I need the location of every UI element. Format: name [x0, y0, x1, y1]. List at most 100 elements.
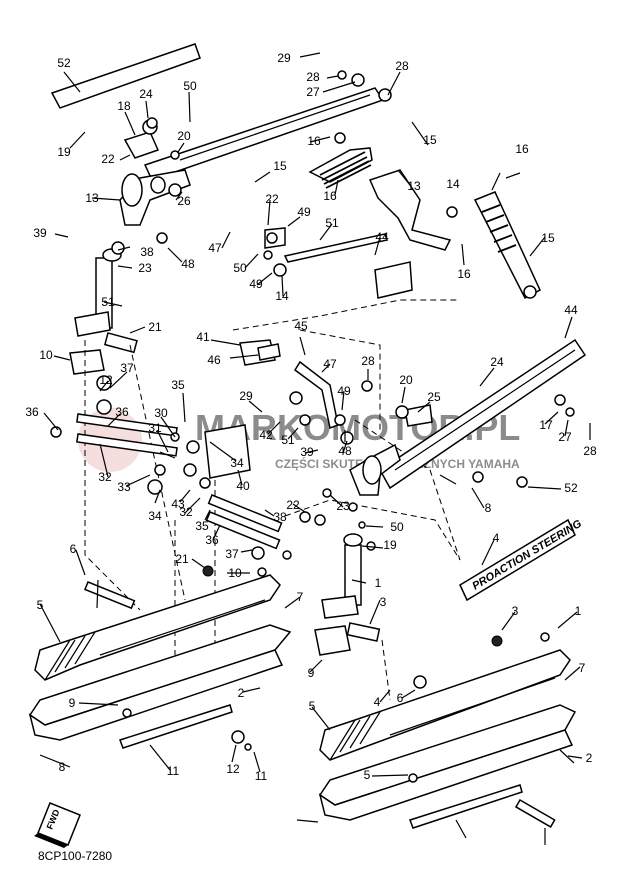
callout: 51 [281, 433, 295, 447]
shock-absorber-right [473, 191, 541, 300]
callout: 21 [148, 320, 162, 334]
callout: 28 [395, 59, 409, 73]
callout: 45 [294, 319, 308, 333]
callout: 14 [275, 289, 289, 303]
callout: 48 [181, 257, 195, 271]
callout: 20 [177, 129, 191, 143]
callout: 3 [380, 595, 387, 609]
callout: 13 [85, 191, 99, 205]
ski-right [318, 649, 577, 829]
ski-left [28, 574, 292, 749]
callout: 9 [69, 696, 76, 710]
callout: 11 [167, 764, 180, 778]
tie-rod-upper [283, 233, 388, 263]
callout: 10 [228, 566, 242, 580]
callout: 39 [300, 445, 314, 459]
callout: 39 [33, 226, 47, 240]
callout: 46 [207, 353, 221, 367]
callout: 1 [375, 576, 382, 590]
tie-rod-lower [293, 360, 339, 430]
callout: 36 [115, 405, 129, 419]
callout: 22 [286, 498, 300, 512]
callout: 28 [361, 354, 375, 368]
callout: 32 [179, 505, 193, 519]
callout: 30 [154, 406, 168, 420]
callout: 41 [196, 330, 210, 344]
callout: 29 [239, 389, 253, 403]
callout: 21 [175, 552, 189, 566]
callout: 52 [564, 481, 578, 495]
callout: 22 [101, 152, 115, 166]
callout: 50 [233, 261, 247, 275]
callout: 6 [397, 691, 404, 705]
callout: 2 [238, 686, 245, 700]
callout: 44 [564, 303, 578, 317]
callout: 36 [25, 405, 39, 419]
callout: 34 [148, 509, 162, 523]
callout: 49 [337, 384, 351, 398]
callout: 6 [70, 542, 77, 556]
callout: 28 [583, 444, 597, 458]
callout: 34 [230, 456, 244, 470]
emblem-plate: PROACTION STEERING [459, 518, 584, 602]
callout: 3 [512, 604, 519, 618]
callout: 23 [336, 499, 350, 513]
callout: 18 [117, 99, 131, 113]
callout: 5 [309, 699, 316, 713]
callout: 19 [383, 538, 397, 552]
callout: 11 [255, 769, 268, 783]
callout: 13 [407, 179, 421, 193]
callout: 48 [338, 444, 352, 458]
callout: 31 [148, 421, 162, 435]
callout: 7 [297, 590, 304, 604]
callout-labels: 52 29 28 27 28 50 24 18 19 20 22 16 15 1… [25, 51, 597, 783]
small-hardware [50, 70, 575, 783]
callout: 47 [323, 357, 337, 371]
bolt-8-right [514, 798, 556, 828]
callout: 26 [177, 194, 191, 208]
callout: 2 [586, 751, 593, 765]
callout: 24 [139, 87, 153, 101]
callout: 17 [539, 418, 553, 432]
callout: 9 [308, 666, 315, 680]
callout: 33 [117, 480, 131, 494]
callout: 16 [515, 142, 529, 156]
callout: 44 [375, 230, 389, 244]
callout: 27 [558, 430, 572, 444]
callout: 23 [138, 261, 152, 275]
callout: 50 [390, 520, 404, 534]
callout: 16 [457, 267, 471, 281]
callout: 29 [277, 51, 291, 65]
callout: 47 [208, 241, 222, 255]
callout: 16 [307, 134, 321, 148]
callout: 38 [273, 510, 287, 524]
callout: 42 [259, 428, 273, 442]
callout: 5 [37, 598, 44, 612]
callout: 4 [493, 531, 500, 545]
callout: 4 [374, 695, 381, 709]
callout: 12 [99, 373, 113, 387]
callout: 49 [297, 205, 311, 219]
callout: 22 [265, 192, 279, 206]
callout: 14 [446, 177, 460, 191]
callout: 19 [57, 145, 71, 159]
callout: 43 [171, 497, 185, 511]
callout: 8 [59, 760, 66, 774]
callout: 35 [171, 378, 185, 392]
callout: 15 [541, 231, 555, 245]
callout: 16 [323, 189, 337, 203]
callout: 12 [226, 762, 240, 776]
callout-leaders [39, 52, 591, 845]
callout: 40 [236, 479, 250, 493]
callout: 10 [39, 348, 53, 362]
bolt-8-left [84, 581, 136, 610]
bracket-plate [204, 424, 251, 479]
decal-strip-top [50, 43, 201, 109]
callout: 37 [120, 361, 134, 375]
callout: 38 [140, 245, 154, 259]
callout: 28 [306, 70, 320, 84]
callout: 15 [273, 159, 287, 173]
callout: 35 [195, 519, 209, 533]
callout: 49 [249, 277, 263, 291]
callout: 51 [101, 295, 115, 309]
